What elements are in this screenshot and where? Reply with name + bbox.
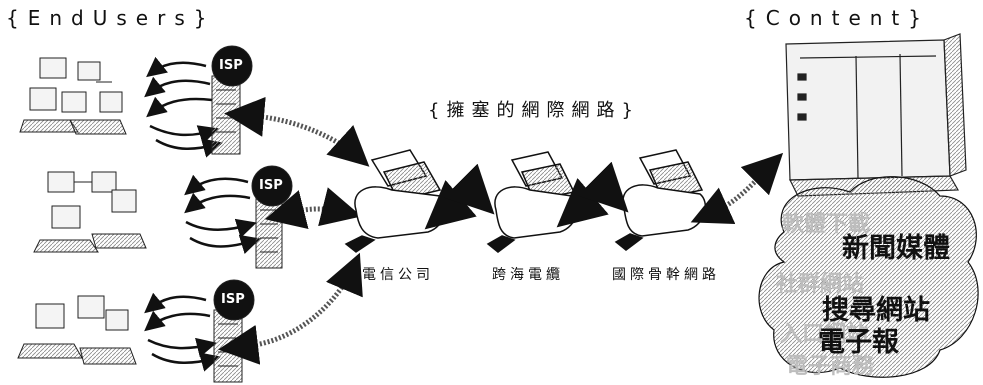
cloud-epaper: 電子報	[818, 327, 899, 358]
computer-cluster-bottom	[17, 295, 137, 365]
computer-cluster-top	[19, 57, 127, 135]
isp-telecom-links	[218, 96, 370, 365]
isp-badge-top: ISP	[219, 58, 243, 73]
cloud-search-sites: 搜尋網站	[822, 295, 930, 326]
money-hand-telecom	[344, 149, 447, 253]
money-hand-cable	[486, 151, 579, 253]
content-cloud	[758, 176, 979, 378]
cloud-bg-portal: 入口網站	[780, 322, 869, 347]
arrow-bundle-middle	[184, 174, 261, 254]
computer-cluster-middle	[33, 171, 147, 253]
cloud-bg-ecommerce: 電子商務	[786, 354, 875, 379]
cloud-news-media: 新聞媒體	[842, 233, 950, 264]
cloud-bg-community: 社群網站	[776, 272, 865, 297]
end-users-title: {EndUsers}	[6, 6, 216, 30]
isp-badge-bottom: ISP	[221, 292, 245, 307]
backbone-content-link	[690, 152, 784, 225]
backbone-label: 國際骨幹網路	[612, 267, 720, 283]
content-title: {Content}	[744, 6, 930, 30]
arrow-bundle-top	[144, 56, 223, 158]
isp-badge-middle: ISP	[259, 178, 283, 193]
content-server	[785, 33, 967, 197]
congested-internet-title: {擁塞的網際網路}	[428, 100, 640, 121]
submarine-cable-label: 跨海電纜	[492, 267, 564, 283]
arrow-bundle-bottom	[144, 292, 221, 372]
cloud-bg-software: 軟體下載	[782, 212, 871, 237]
money-hand-backbone	[614, 149, 707, 251]
telecom-label: 電信公司	[362, 267, 434, 283]
flow-arrows	[424, 161, 629, 230]
